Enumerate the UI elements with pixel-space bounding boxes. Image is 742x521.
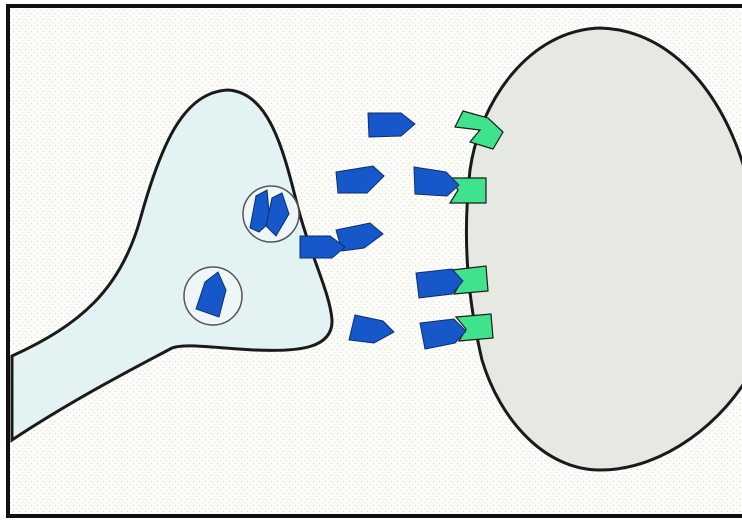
- vesicle-lower: [184, 267, 242, 325]
- vesicle-upper: [243, 186, 299, 242]
- postsynaptic-cell: [466, 28, 742, 470]
